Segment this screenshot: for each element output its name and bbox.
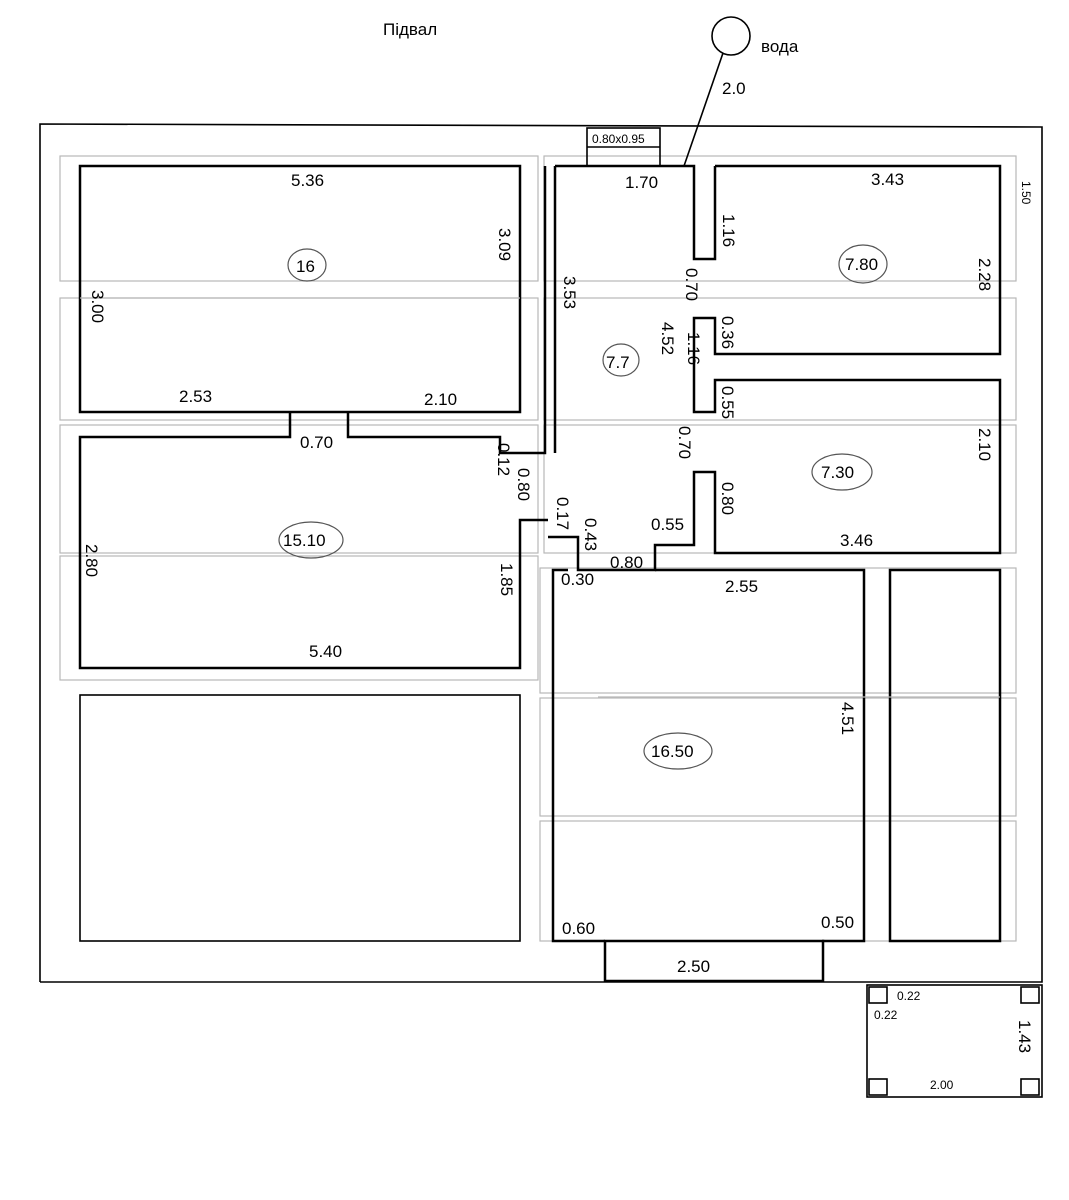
dim-25: 0.80 xyxy=(718,482,737,515)
dim-11: 4.52 xyxy=(658,322,677,355)
area-r1: 16 xyxy=(296,257,315,276)
room-lower-left xyxy=(79,694,521,942)
dim-32: 5.40 xyxy=(309,642,342,661)
dim-15: 2.10 xyxy=(424,390,457,409)
room-1 xyxy=(78,164,522,414)
dim-6: 3.43 xyxy=(871,170,904,189)
dim-31: 2.55 xyxy=(725,577,758,596)
dim-5: 1.16 xyxy=(719,214,738,247)
room-6 xyxy=(655,568,866,943)
dim-9: 3.53 xyxy=(560,276,579,309)
area-r2: 7.80 xyxy=(845,255,878,274)
area-circle-15.10 xyxy=(278,521,344,559)
dim-23: 0.43 xyxy=(581,518,600,551)
dim-19: 0.70 xyxy=(675,426,694,459)
dim-39: 1.43 xyxy=(1015,1020,1034,1053)
dim-22: 0.17 xyxy=(553,497,572,530)
dim-8: 2.28 xyxy=(975,258,994,291)
dim-26: 3.46 xyxy=(840,531,873,550)
area-circle-7.7 xyxy=(602,343,640,377)
dim-1: 5.36 xyxy=(291,171,324,190)
area-circle-7.80 xyxy=(838,244,888,284)
dim-40: 2.00 xyxy=(930,1078,954,1092)
dim-10: 0.70 xyxy=(682,268,701,301)
area-circle-7.30 xyxy=(811,453,873,491)
dim-36: 2.50 xyxy=(677,957,710,976)
dim-17: 0.70 xyxy=(300,433,333,452)
door-bottom xyxy=(603,939,825,983)
area-circle-16.50 xyxy=(643,732,713,770)
dim-24: 0.55 xyxy=(651,515,684,534)
dim-29: 0.30 xyxy=(561,570,594,589)
dim-30: 0.80 xyxy=(610,553,643,572)
area-circle-16 xyxy=(287,248,327,282)
dim-34: 0.60 xyxy=(562,919,595,938)
water-label: вода xyxy=(761,37,799,56)
dim-16: 0.55 xyxy=(718,386,737,419)
dim-2: 3.09 xyxy=(495,228,514,261)
room-2 xyxy=(548,164,1002,572)
room-right-narrow xyxy=(888,568,1002,943)
dim-4: 1.70 xyxy=(625,173,658,192)
porch-post-tr xyxy=(1020,986,1040,1004)
dim-12: 1.16 xyxy=(684,332,703,365)
water-distance: 2.0 xyxy=(722,79,746,98)
plan-title: Підвал xyxy=(383,20,437,39)
porch-post-tl xyxy=(868,986,888,1004)
dim-37: 0.22 xyxy=(897,989,921,1003)
dim-35: 0.50 xyxy=(821,913,854,932)
area-r3: 7.7 xyxy=(606,353,630,372)
room-4 xyxy=(78,412,548,670)
water-well-icon xyxy=(711,16,751,56)
area-r4: 15.10 xyxy=(283,531,326,550)
area-r5: 7.30 xyxy=(821,463,854,482)
area-r6: 16.50 xyxy=(651,742,694,761)
dim-18: 0.12 xyxy=(494,443,513,476)
dim-38: 0.22 xyxy=(874,1008,898,1022)
dim-7: 1.50 xyxy=(1019,181,1033,205)
room-4-top-right xyxy=(346,166,547,455)
porch-post-br xyxy=(1020,1078,1040,1096)
room-6-left xyxy=(551,568,605,943)
dim-28: 1.85 xyxy=(497,563,516,596)
porch-post-bl xyxy=(868,1078,888,1096)
dim-27: 2.80 xyxy=(82,544,101,577)
dim-3: 3.00 xyxy=(88,290,107,323)
dim-14: 2.53 xyxy=(179,387,212,406)
dim-33: 4.51 xyxy=(838,702,857,735)
water-line xyxy=(683,52,724,167)
dim-13: 0.36 xyxy=(718,316,737,349)
dim-21: 0.80 xyxy=(514,468,533,501)
porch xyxy=(866,984,1043,1098)
dim-20: 2.10 xyxy=(975,428,994,461)
top-opening-label: 0.80x0.95 xyxy=(592,132,645,146)
